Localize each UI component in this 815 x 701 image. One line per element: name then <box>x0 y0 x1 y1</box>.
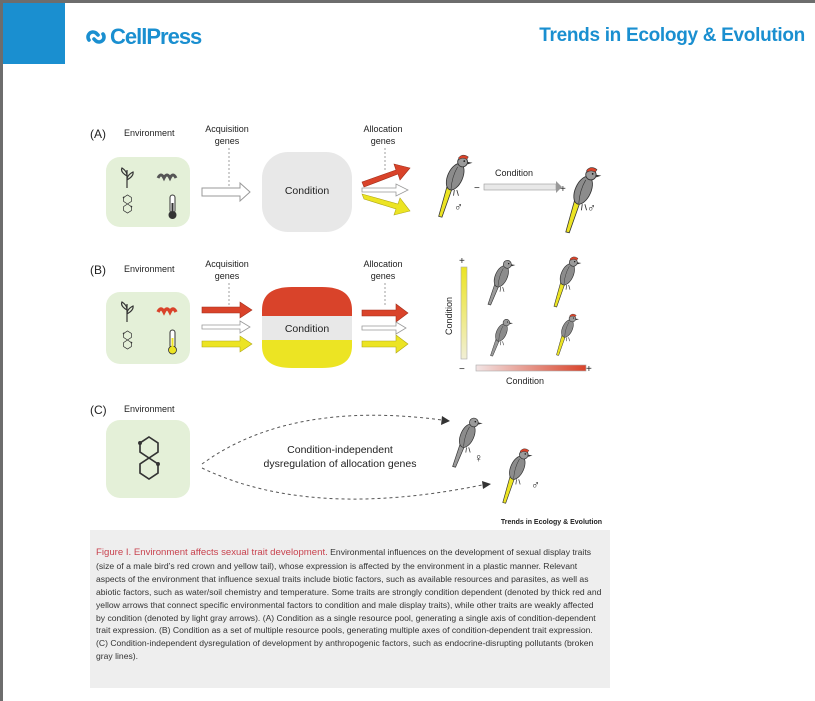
window-top-border <box>0 0 815 3</box>
dysregulation-arrow-to-female <box>201 414 443 465</box>
brand-color-block <box>3 3 65 64</box>
bird-b-bottom-left <box>490 318 514 357</box>
panel-b-acq-yellow-arrow <box>201 335 253 353</box>
panel-c-letter: (C) <box>90 403 107 417</box>
panel-b-acquisition-genes-label: genes <box>215 271 240 281</box>
panel-a-male-symbol-right: ♂ <box>587 201 596 215</box>
panel-c-environment-label: Environment <box>124 404 175 414</box>
panel-b-acq-red-arrow <box>201 301 253 319</box>
caterpillar-icon-red <box>156 307 178 316</box>
panel-a-environment-label: Environment <box>124 128 175 138</box>
bird-high-condition <box>565 166 602 234</box>
panel-b-vertical-condition-bar <box>460 266 468 360</box>
figure-illustration: (A) Environment Acquisition genes Alloca… <box>90 120 610 530</box>
panel-b-acq-gray-arrow <box>201 320 251 334</box>
figure-caption: Figure I. Environment affects sexual tra… <box>90 530 610 688</box>
journal-title: Trends in Ecology & Evolution <box>539 25 805 46</box>
panel-b-vertical-plus: + <box>459 256 465 267</box>
panel-a-allocation-label: Allocation <box>363 124 402 134</box>
panel-a-condition-label: Condition <box>285 185 330 197</box>
panel-a: (A) Environment Acquisition genes Alloca… <box>90 124 602 234</box>
panel-b-allocation-genes-label: genes <box>371 271 396 281</box>
panel-a-red-arrow <box>361 163 411 188</box>
thermometer-icon <box>168 194 177 219</box>
panel-c-text-line1: Condition-independent <box>287 444 393 456</box>
panel-a-acquisition-label: Acquisition <box>205 124 249 134</box>
plant-icon-b <box>120 301 134 322</box>
panel-b-condition-pools <box>262 287 352 368</box>
panel-c-male-symbol: ♂ <box>531 478 540 492</box>
panel-b-environment-box <box>106 292 190 364</box>
panel-a-minus-sign: − <box>474 183 480 194</box>
cellpress-logo-icon <box>86 30 106 44</box>
bird-b-top-right <box>553 256 582 308</box>
panel-b: (B) Environment Acquisition genes Alloca… <box>90 256 592 386</box>
panel-a-acquisition-genes-label: genes <box>215 136 240 146</box>
panel-b-alloc-red-arrow <box>361 303 409 323</box>
panel-b-vertical-minus: − <box>459 364 465 375</box>
caterpillar-icon <box>156 173 178 182</box>
panel-a-yellow-arrow <box>361 193 411 216</box>
panel-b-acquisition-label: Acquisition <box>205 259 249 269</box>
publisher-logo: CellPress <box>85 22 202 52</box>
figure-watermark: Trends in Ecology & Evolution <box>501 519 602 526</box>
panel-a-condition-pool <box>262 152 352 232</box>
panel-b-letter: (B) <box>90 263 106 277</box>
panel-c-text-line2: dysregulation of allocation genes <box>264 458 417 470</box>
panel-b-environment-label: Environment <box>124 264 175 274</box>
male-bird-c <box>502 448 533 504</box>
panel-a-male-symbol-left: ♂ <box>454 200 463 214</box>
panel-b-horizontal-axis-label: Condition <box>506 376 544 386</box>
panel-a-letter: (A) <box>90 127 106 141</box>
thermometer-icon-yellow <box>168 329 177 355</box>
panel-a-acquisition-arrow <box>201 181 251 203</box>
panel-a-environment-box <box>106 157 190 227</box>
panel-a-allocation-genes-label: genes <box>371 136 396 146</box>
window-left-border <box>0 3 3 701</box>
panel-b-horizontal-condition-bar <box>475 364 587 372</box>
panel-b-alloc-yellow-arrow <box>361 334 409 354</box>
panel-b-allocation-label: Allocation <box>363 259 402 269</box>
caption-lead: Figure I. Environment affects sexual tra… <box>96 547 328 558</box>
panel-b-horizontal-plus: + <box>586 364 592 375</box>
panel-c: (C) Environment Condition-independent dy… <box>90 403 540 504</box>
bird-b-top-left <box>487 259 516 306</box>
panel-b-alloc-gray-arrow <box>361 321 407 335</box>
publisher-name: CellPress <box>110 24 202 49</box>
female-symbol: ♀ <box>474 451 483 465</box>
plant-icon <box>120 167 134 188</box>
figure-svg: (A) Environment Acquisition genes Alloca… <box>90 124 602 526</box>
panel-b-condition-label: Condition <box>285 323 330 335</box>
caption-body: Environmental influences on the developm… <box>96 547 602 662</box>
dysregulation-arrow-to-male <box>201 467 483 500</box>
panel-a-gray-arrow <box>361 183 409 197</box>
panel-b-vertical-axis-label: Condition <box>444 297 454 335</box>
panel-a-axis-label: Condition <box>495 168 533 178</box>
bird-b-bottom-right <box>556 313 580 356</box>
panel-a-plus-sign: + <box>560 184 566 195</box>
panel-a-condition-axis-bar <box>483 183 557 191</box>
